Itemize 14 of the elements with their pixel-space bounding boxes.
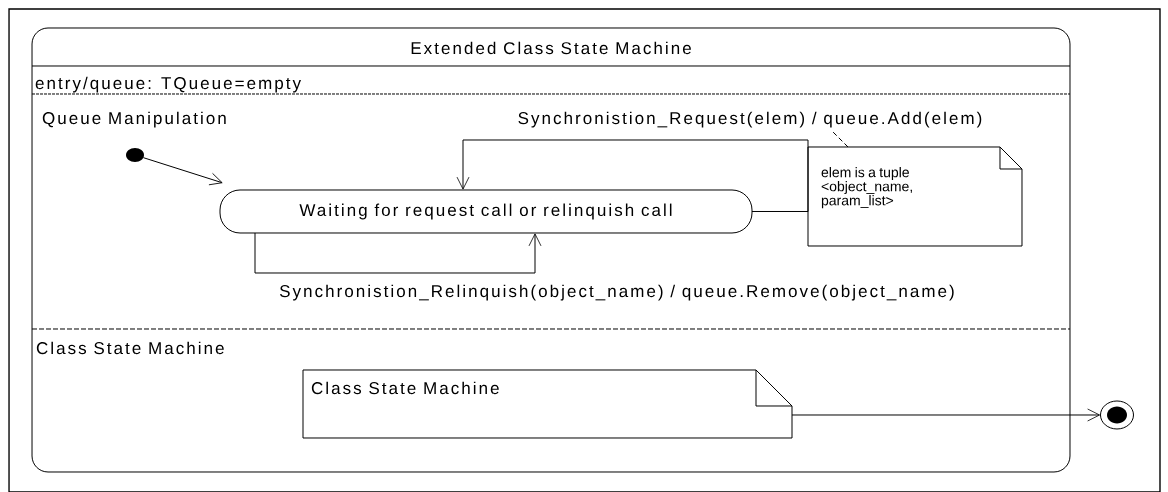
arrow xyxy=(142,157,223,186)
arrow xyxy=(254,232,542,274)
edge-label: Synchronistion_Request(elem) / queue.Add(elem) xyxy=(516,110,984,129)
region-label: Class State Machine xyxy=(36,341,224,355)
arrow xyxy=(456,139,809,212)
final-state xyxy=(1100,400,1134,430)
arrow xyxy=(791,408,1100,422)
region-label: Queue Manipulation xyxy=(42,111,226,128)
note-box: Class State Machine xyxy=(302,369,793,439)
state-box: Waiting for request call or relinquish call xyxy=(219,189,753,234)
leader-line xyxy=(831,130,849,148)
note-box: elem is a tuple <object_name, param_list> xyxy=(807,146,1023,247)
edge-label: Synchronistion_Relinquish(object_name) / queue.Remove(object_name) xyxy=(278,283,956,302)
initial-state xyxy=(126,148,144,162)
